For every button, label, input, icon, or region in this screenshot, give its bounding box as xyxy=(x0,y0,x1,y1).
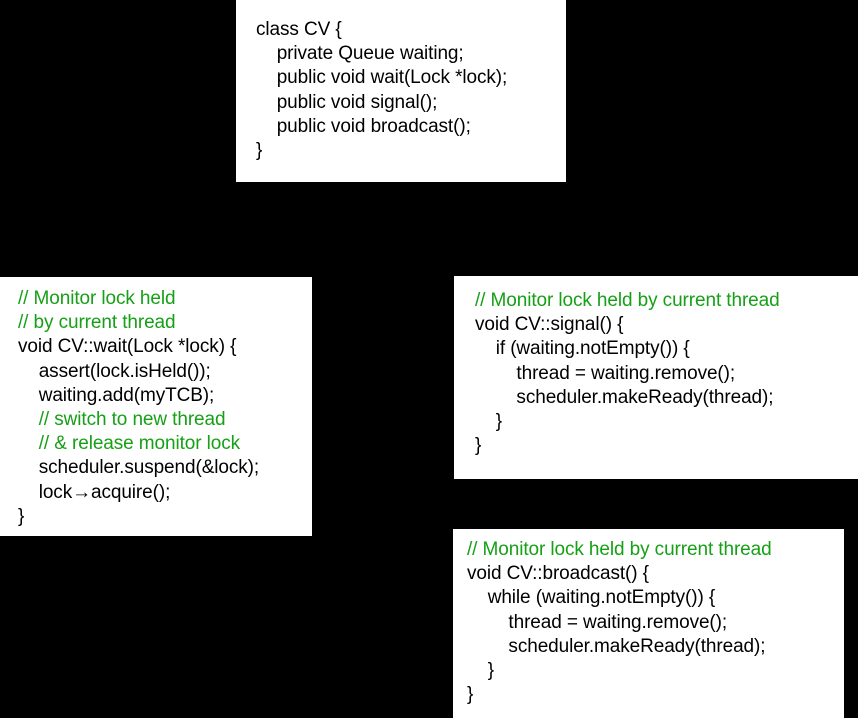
code-line: scheduler.makeReady(thread); xyxy=(475,386,774,408)
code-line: private Queue waiting; xyxy=(256,43,464,65)
code-line: } xyxy=(475,411,502,433)
code-line: assert(lock.isHeld()); xyxy=(18,360,211,382)
code-line: } xyxy=(256,140,263,162)
code-line: } xyxy=(467,660,494,682)
code-box-cv-wait: // Monitor lock held // by current thread… xyxy=(0,277,312,536)
code-line: waiting.add(myTCB); xyxy=(18,384,215,406)
code-comment-line: // switch to new thread xyxy=(18,409,226,431)
code-line: } xyxy=(18,505,25,527)
code-line: public void broadcast(); xyxy=(256,115,471,137)
code-line: scheduler.suspend(&lock); xyxy=(18,457,260,479)
code-comment-line: // by current thread xyxy=(18,312,176,334)
code-line: void CV::wait(Lock *lock) { xyxy=(18,336,237,358)
code-line: void CV::broadcast() { xyxy=(467,563,649,585)
code-line: while (waiting.notEmpty()) { xyxy=(467,587,716,609)
code-comment-line: // Monitor lock held by current thread xyxy=(467,539,772,560)
code-line: } xyxy=(467,684,474,706)
code-line: lock→acquire(); xyxy=(18,481,171,503)
code-line: } xyxy=(475,435,482,457)
code-line: scheduler.makeReady(thread); xyxy=(467,635,766,657)
code-box-cv-broadcast: // Monitor lock held by current thread vo… xyxy=(453,529,844,718)
code-line: public void signal(); xyxy=(256,91,438,113)
code-line: thread = waiting.remove(); xyxy=(467,611,728,633)
code-line: public void wait(Lock *lock); xyxy=(256,67,508,89)
code-line: void CV::signal() { xyxy=(475,314,624,336)
code-comment-line: // & release monitor lock xyxy=(18,433,241,455)
code-box-class-cv: class CV { private Queue waiting; public… xyxy=(236,0,566,182)
code-line: class CV { xyxy=(256,19,342,40)
code-comment-line: // Monitor lock held by current thread xyxy=(475,290,780,311)
code-line: if (waiting.notEmpty()) { xyxy=(475,338,690,360)
code-line: thread = waiting.remove(); xyxy=(475,362,736,384)
code-box-cv-signal: // Monitor lock held by current thread vo… xyxy=(454,276,858,479)
code-comment-line: // Monitor lock held xyxy=(18,288,176,309)
